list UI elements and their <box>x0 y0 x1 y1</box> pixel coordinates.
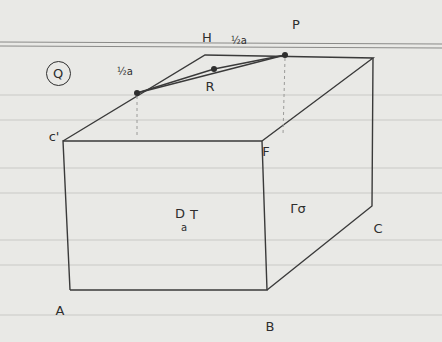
point-label: R <box>205 80 214 93</box>
point-label: D <box>175 207 185 220</box>
point-label: c' <box>49 130 60 143</box>
point-label: F <box>262 145 269 158</box>
point-label: B <box>266 320 275 333</box>
cuboid <box>63 55 373 290</box>
point-label: ½a <box>231 36 247 46</box>
point-label: Q <box>53 67 63 80</box>
point-label: ½a <box>117 67 133 77</box>
point-label: P <box>292 18 300 31</box>
point-label: C <box>373 222 382 235</box>
point-label: H <box>202 31 212 44</box>
point-label: a <box>181 223 187 233</box>
header-lines <box>0 42 442 48</box>
points <box>134 52 288 96</box>
hidden-lines <box>137 58 285 135</box>
circled-point: Q <box>46 61 71 86</box>
point-label: Γσ <box>290 202 305 215</box>
point-label: A <box>56 304 65 317</box>
point-label: T <box>190 208 198 221</box>
ruled-lines <box>0 95 442 315</box>
